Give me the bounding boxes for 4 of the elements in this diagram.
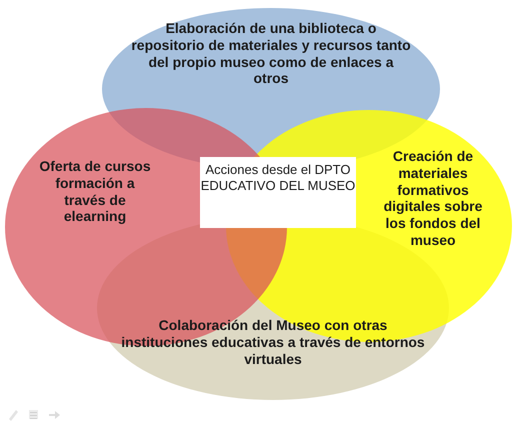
node-text: Elaboración de una biblioteca o repositorio de materiales y recursos tanto del propio museo como de enlaces a otros bbox=[131, 20, 411, 88]
node-text: Creación de materiales formativos digitales sobre los fondos del museo bbox=[382, 148, 484, 249]
node-text: Acciones desde el DPTO EDUCATIVO DEL MUSEO bbox=[200, 162, 356, 194]
node-text: Oferta de cursos formación a través de elearning bbox=[38, 158, 152, 226]
